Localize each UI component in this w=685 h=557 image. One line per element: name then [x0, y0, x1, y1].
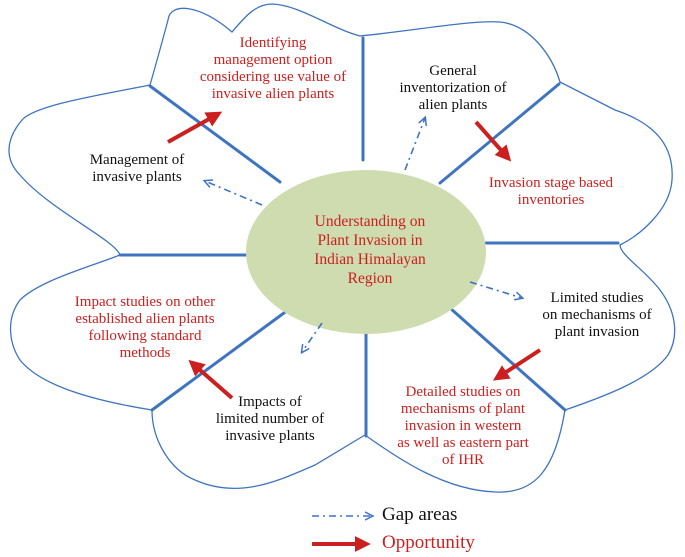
opportunity-arrow-se [492, 348, 542, 381]
opportunity-arrow-nw [167, 111, 223, 144]
gap-arrow-south [302, 322, 323, 352]
flower-outline [8, 3, 676, 493]
petal-dividers [118, 36, 620, 438]
gap-arrow-east [469, 281, 522, 298]
opportunity-text-inventories: Invasion stage based inventories [488, 175, 614, 208]
opportunity-text-detailed-studies: Detailed studies on mechanisms of plant … [397, 384, 529, 468]
legend-gap-label: Gap areas [382, 504, 458, 525]
center-ellipse [246, 170, 486, 334]
gap-text-management: Management of invasive plants [89, 152, 185, 185]
center-title: Understanding on Plant Invasion in India… [314, 213, 426, 287]
gap-text-inventorization: General inventorization of alien plants [399, 63, 507, 113]
legend-opportunity-label: Opportunity [382, 532, 475, 553]
opportunity-arrows [167, 111, 542, 400]
gap-text-impacts: Impacts of limited number of invasive pl… [215, 394, 325, 444]
opportunity-arrow-sw [188, 359, 234, 400]
gap-arrow-west [205, 181, 263, 206]
gap-arrow-north [404, 118, 425, 171]
opportunity-text-management-option: Identifying management option considerin… [199, 35, 347, 102]
gap-text-mechanisms: Limited studies on mechanisms of plant i… [542, 290, 652, 340]
gap-arrows [205, 118, 522, 352]
opportunity-text-impact-studies: Impact studies on other established alie… [74, 294, 216, 361]
opportunity-arrow-ne [474, 120, 512, 162]
